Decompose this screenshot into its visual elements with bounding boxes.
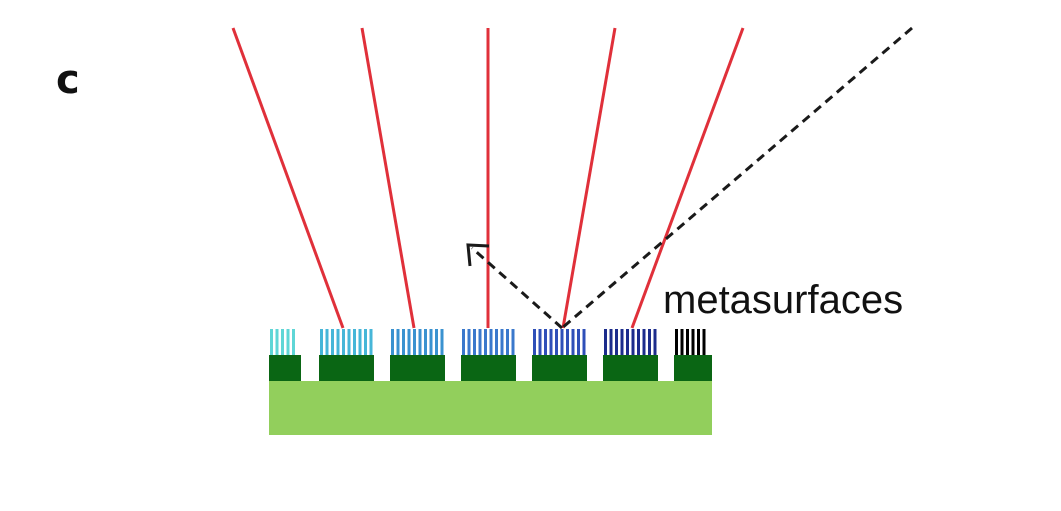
grating-bar — [473, 329, 476, 355]
grating-bar — [686, 329, 689, 355]
grating-bar — [364, 329, 367, 355]
unit-cell — [532, 329, 587, 381]
unit-cell-base — [532, 355, 587, 381]
grating-bar — [478, 329, 482, 355]
grating-bar — [325, 329, 329, 355]
grating-bar — [358, 329, 362, 355]
metasurface-unit-cells — [269, 329, 712, 381]
grating-bar — [500, 329, 504, 355]
grating-bar — [653, 329, 657, 355]
grating-bar — [538, 329, 542, 355]
unit-cell-base — [461, 355, 516, 381]
substrate — [269, 381, 712, 435]
grating-bar — [467, 329, 471, 355]
unit-cell — [269, 329, 301, 381]
unit-cell — [390, 329, 445, 381]
grating-bar — [604, 329, 607, 355]
grating-bar — [275, 329, 279, 355]
grating-bar — [424, 329, 427, 355]
grating-bar — [281, 329, 284, 355]
unit-cell — [461, 329, 516, 381]
unit-cell-base — [674, 355, 712, 381]
grating-bar — [429, 329, 433, 355]
grating-bar — [353, 329, 356, 355]
arrow-head-icon — [466, 243, 490, 267]
grating-bar — [369, 329, 373, 355]
grating-bar — [435, 329, 438, 355]
grating-bar — [292, 329, 295, 355]
grating-bar — [342, 329, 345, 355]
grating-bar — [560, 329, 564, 355]
grating-bar — [391, 329, 394, 355]
unit-cell — [603, 329, 658, 381]
grating-bar — [402, 329, 405, 355]
grating-bar — [577, 329, 580, 355]
deflected-ray — [231, 27, 345, 329]
incident-ray — [561, 26, 913, 330]
grating-bar — [418, 329, 422, 355]
unit-cell-base — [603, 355, 658, 381]
grating-bar — [702, 329, 706, 355]
grating-bar — [495, 329, 498, 355]
deflected-ray — [630, 27, 745, 329]
deflected-ray — [561, 27, 617, 329]
grating-bar — [675, 329, 678, 355]
grating-bar — [533, 329, 536, 355]
grating-bar — [697, 329, 700, 355]
grating-bar — [511, 329, 515, 355]
grating-bar — [680, 329, 684, 355]
grating-bar — [555, 329, 558, 355]
grating-bar — [320, 329, 323, 355]
grating-bar — [571, 329, 575, 355]
unit-cell — [319, 329, 374, 381]
grating-bar — [407, 329, 411, 355]
grating-bar — [270, 329, 273, 355]
grating-bar — [549, 329, 553, 355]
deflected-rays — [231, 27, 745, 329]
grating-bar — [336, 329, 340, 355]
grating-bar — [347, 329, 351, 355]
grating-bar — [582, 329, 586, 355]
grating-bar — [609, 329, 613, 355]
grating-bar — [566, 329, 569, 355]
grating-bar — [631, 329, 635, 355]
grating-bar — [484, 329, 487, 355]
deflected-ray — [360, 27, 416, 329]
grating-bar — [331, 329, 334, 355]
grating-bar — [506, 329, 509, 355]
grating-bar — [286, 329, 290, 355]
grating-bar — [544, 329, 547, 355]
grating-bar — [440, 329, 444, 355]
grating-bar — [413, 329, 416, 355]
grating-bar — [642, 329, 646, 355]
panel-label: c — [56, 57, 80, 103]
reflected-ray — [471, 246, 563, 330]
grating-bar — [648, 329, 651, 355]
unit-cell — [674, 329, 712, 381]
grating-bar — [396, 329, 400, 355]
unit-cell-base — [319, 355, 374, 381]
reflected-arrow — [466, 243, 563, 330]
grating-bar — [615, 329, 618, 355]
grating-bar — [620, 329, 624, 355]
grating-bar — [462, 329, 465, 355]
unit-cell-base — [269, 355, 301, 381]
grating-bar — [489, 329, 493, 355]
grating-bar — [637, 329, 640, 355]
metasurfaces-label: metasurfaces — [663, 278, 903, 322]
grating-bar — [691, 329, 695, 355]
grating-bar — [626, 329, 629, 355]
unit-cell-base — [390, 355, 445, 381]
